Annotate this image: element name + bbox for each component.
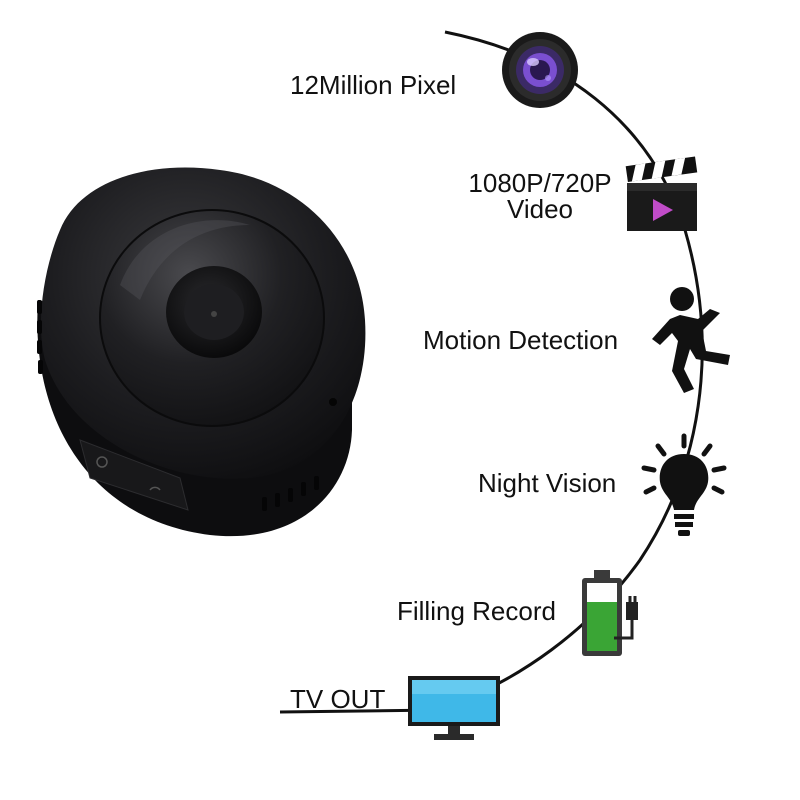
camera-lens-icon xyxy=(500,30,580,110)
feature-label-video-line1: 1080P/720P xyxy=(468,168,612,198)
clapperboard-icon xyxy=(625,155,700,235)
feature-label-night: Night Vision xyxy=(478,468,617,498)
feature-label-video-line2: Video xyxy=(506,194,574,224)
feature-label-record: Filling Record xyxy=(397,596,556,626)
feature-label-tv: TV OUT xyxy=(290,684,386,714)
feature-label-motion: Motion Detection xyxy=(423,325,619,355)
feature-label-video: 1080P/720P Video xyxy=(455,170,625,222)
battery-charging-icon xyxy=(580,568,642,660)
light-bulb-icon xyxy=(638,432,738,542)
tv-monitor-icon xyxy=(408,676,500,742)
feature-label-pixel: 12Million Pixel xyxy=(290,70,457,100)
running-man-icon xyxy=(650,285,745,395)
